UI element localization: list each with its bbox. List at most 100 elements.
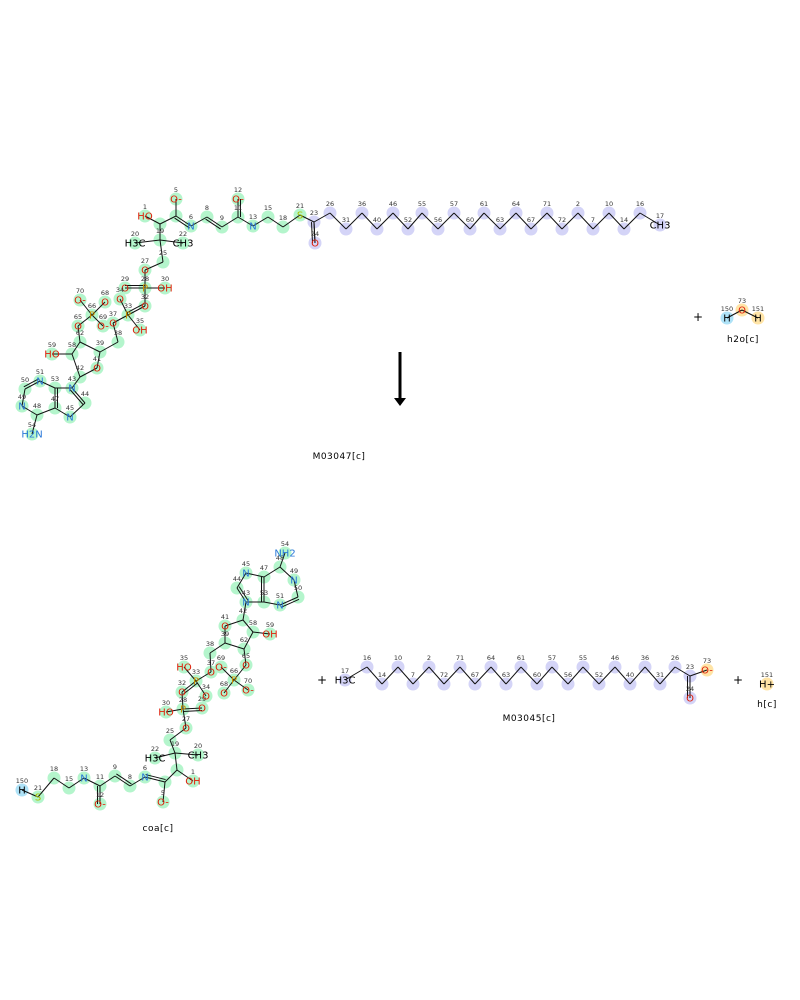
atom-label: O <box>178 688 186 699</box>
bond <box>221 216 239 228</box>
atom-label: N <box>242 569 249 580</box>
bond <box>190 216 208 227</box>
atom-number: 151 <box>761 671 773 679</box>
atom-number: 21 <box>34 784 42 792</box>
atom-label: O- <box>215 663 227 674</box>
bond <box>206 216 223 228</box>
atom-number: 38 <box>114 329 122 337</box>
atom-label: HO <box>158 708 174 719</box>
atom-label: H <box>723 314 731 325</box>
atom-number: 64 <box>487 654 495 662</box>
atom-label: N <box>66 413 73 424</box>
atom-number: 57 <box>450 200 458 208</box>
atom-number: 49 <box>290 567 298 575</box>
atom-number: 22 <box>151 745 159 753</box>
bond <box>127 305 146 316</box>
atom-label: O- <box>242 686 254 697</box>
atom-number: 54 <box>28 421 36 429</box>
bond <box>129 776 146 787</box>
atom-label: P <box>180 705 186 716</box>
atom-number: 55 <box>418 200 426 208</box>
atom-number: 26 <box>326 200 334 208</box>
atom-label: H3C <box>335 676 356 687</box>
atom-number: 44 <box>81 390 89 398</box>
atom-number: 39 <box>96 339 104 347</box>
bond <box>437 212 455 230</box>
atom-number: 61 <box>480 200 488 208</box>
bond <box>299 214 315 223</box>
bond <box>68 777 85 789</box>
bond <box>644 666 661 685</box>
atom-label: P <box>89 311 95 322</box>
atom-label: O <box>74 322 82 333</box>
atom-label: O- <box>232 195 244 206</box>
atom-label: O <box>121 284 129 295</box>
atom-label: OH <box>132 326 147 337</box>
atom-number: 34 <box>202 683 210 691</box>
atom-label: O- <box>74 296 86 307</box>
atom-label: S <box>35 793 41 804</box>
atom-number: 55 <box>579 654 587 662</box>
atom-number: 50 <box>21 376 29 384</box>
atom-number: 52 <box>595 671 603 679</box>
atom-number: 43 <box>242 589 250 597</box>
bond <box>99 341 119 353</box>
atom-number: 28 <box>179 696 187 704</box>
atom-number: 16 <box>636 200 644 208</box>
double-bond <box>174 217 190 229</box>
atom-number: 40 <box>626 671 634 679</box>
atom-number: 24 <box>311 230 319 238</box>
bond <box>114 775 131 787</box>
bond <box>174 752 199 756</box>
bond <box>469 212 485 230</box>
atom-label: P <box>231 676 237 687</box>
bond <box>279 596 299 606</box>
bond <box>159 239 164 263</box>
bond <box>77 325 81 343</box>
atom-label: H <box>754 314 762 325</box>
atom-label: N <box>249 222 256 233</box>
bond <box>159 215 177 225</box>
bond <box>159 239 184 244</box>
bond <box>77 314 93 327</box>
atom-number: 35 <box>180 654 188 662</box>
bond <box>474 666 492 685</box>
double-bond <box>145 774 166 781</box>
bond <box>741 309 759 319</box>
bond <box>245 572 265 578</box>
bond <box>608 212 625 230</box>
atom-label: O <box>311 239 319 250</box>
bond <box>223 679 235 694</box>
atom-label: H2N <box>21 430 42 441</box>
double-bond <box>183 709 203 712</box>
atom-number: 1 <box>143 203 147 211</box>
bond <box>366 666 383 685</box>
bond <box>459 666 476 685</box>
atom-number: 47 <box>51 395 59 403</box>
atom-number: 66 <box>230 667 238 675</box>
atom-number: 23 <box>310 209 318 217</box>
bond <box>144 261 164 271</box>
atom-label: OH <box>262 630 277 641</box>
atom-number: 61 <box>517 654 525 662</box>
atom-label: O <box>221 622 229 633</box>
atom-number: 45 <box>66 404 74 412</box>
atom-label: O <box>109 319 117 330</box>
double-bond <box>23 378 40 388</box>
atom-number: 25 <box>159 249 167 257</box>
atom-number: 33 <box>192 668 200 676</box>
atom-number: 46 <box>389 200 397 208</box>
atom-number: 56 <box>564 671 572 679</box>
atom-number: 60 <box>533 671 541 679</box>
atom-label: O <box>101 298 109 309</box>
bond <box>279 566 295 581</box>
atom-label: O <box>686 694 694 705</box>
bond <box>443 666 461 685</box>
atom-number: 35 <box>136 317 144 325</box>
product-label-h: h[c] <box>757 700 777 710</box>
atom-number: 52 <box>404 216 412 224</box>
atom-number: 150 <box>721 305 733 313</box>
bond <box>209 642 226 654</box>
atom-number: 44 <box>233 575 241 583</box>
bond <box>181 691 184 710</box>
